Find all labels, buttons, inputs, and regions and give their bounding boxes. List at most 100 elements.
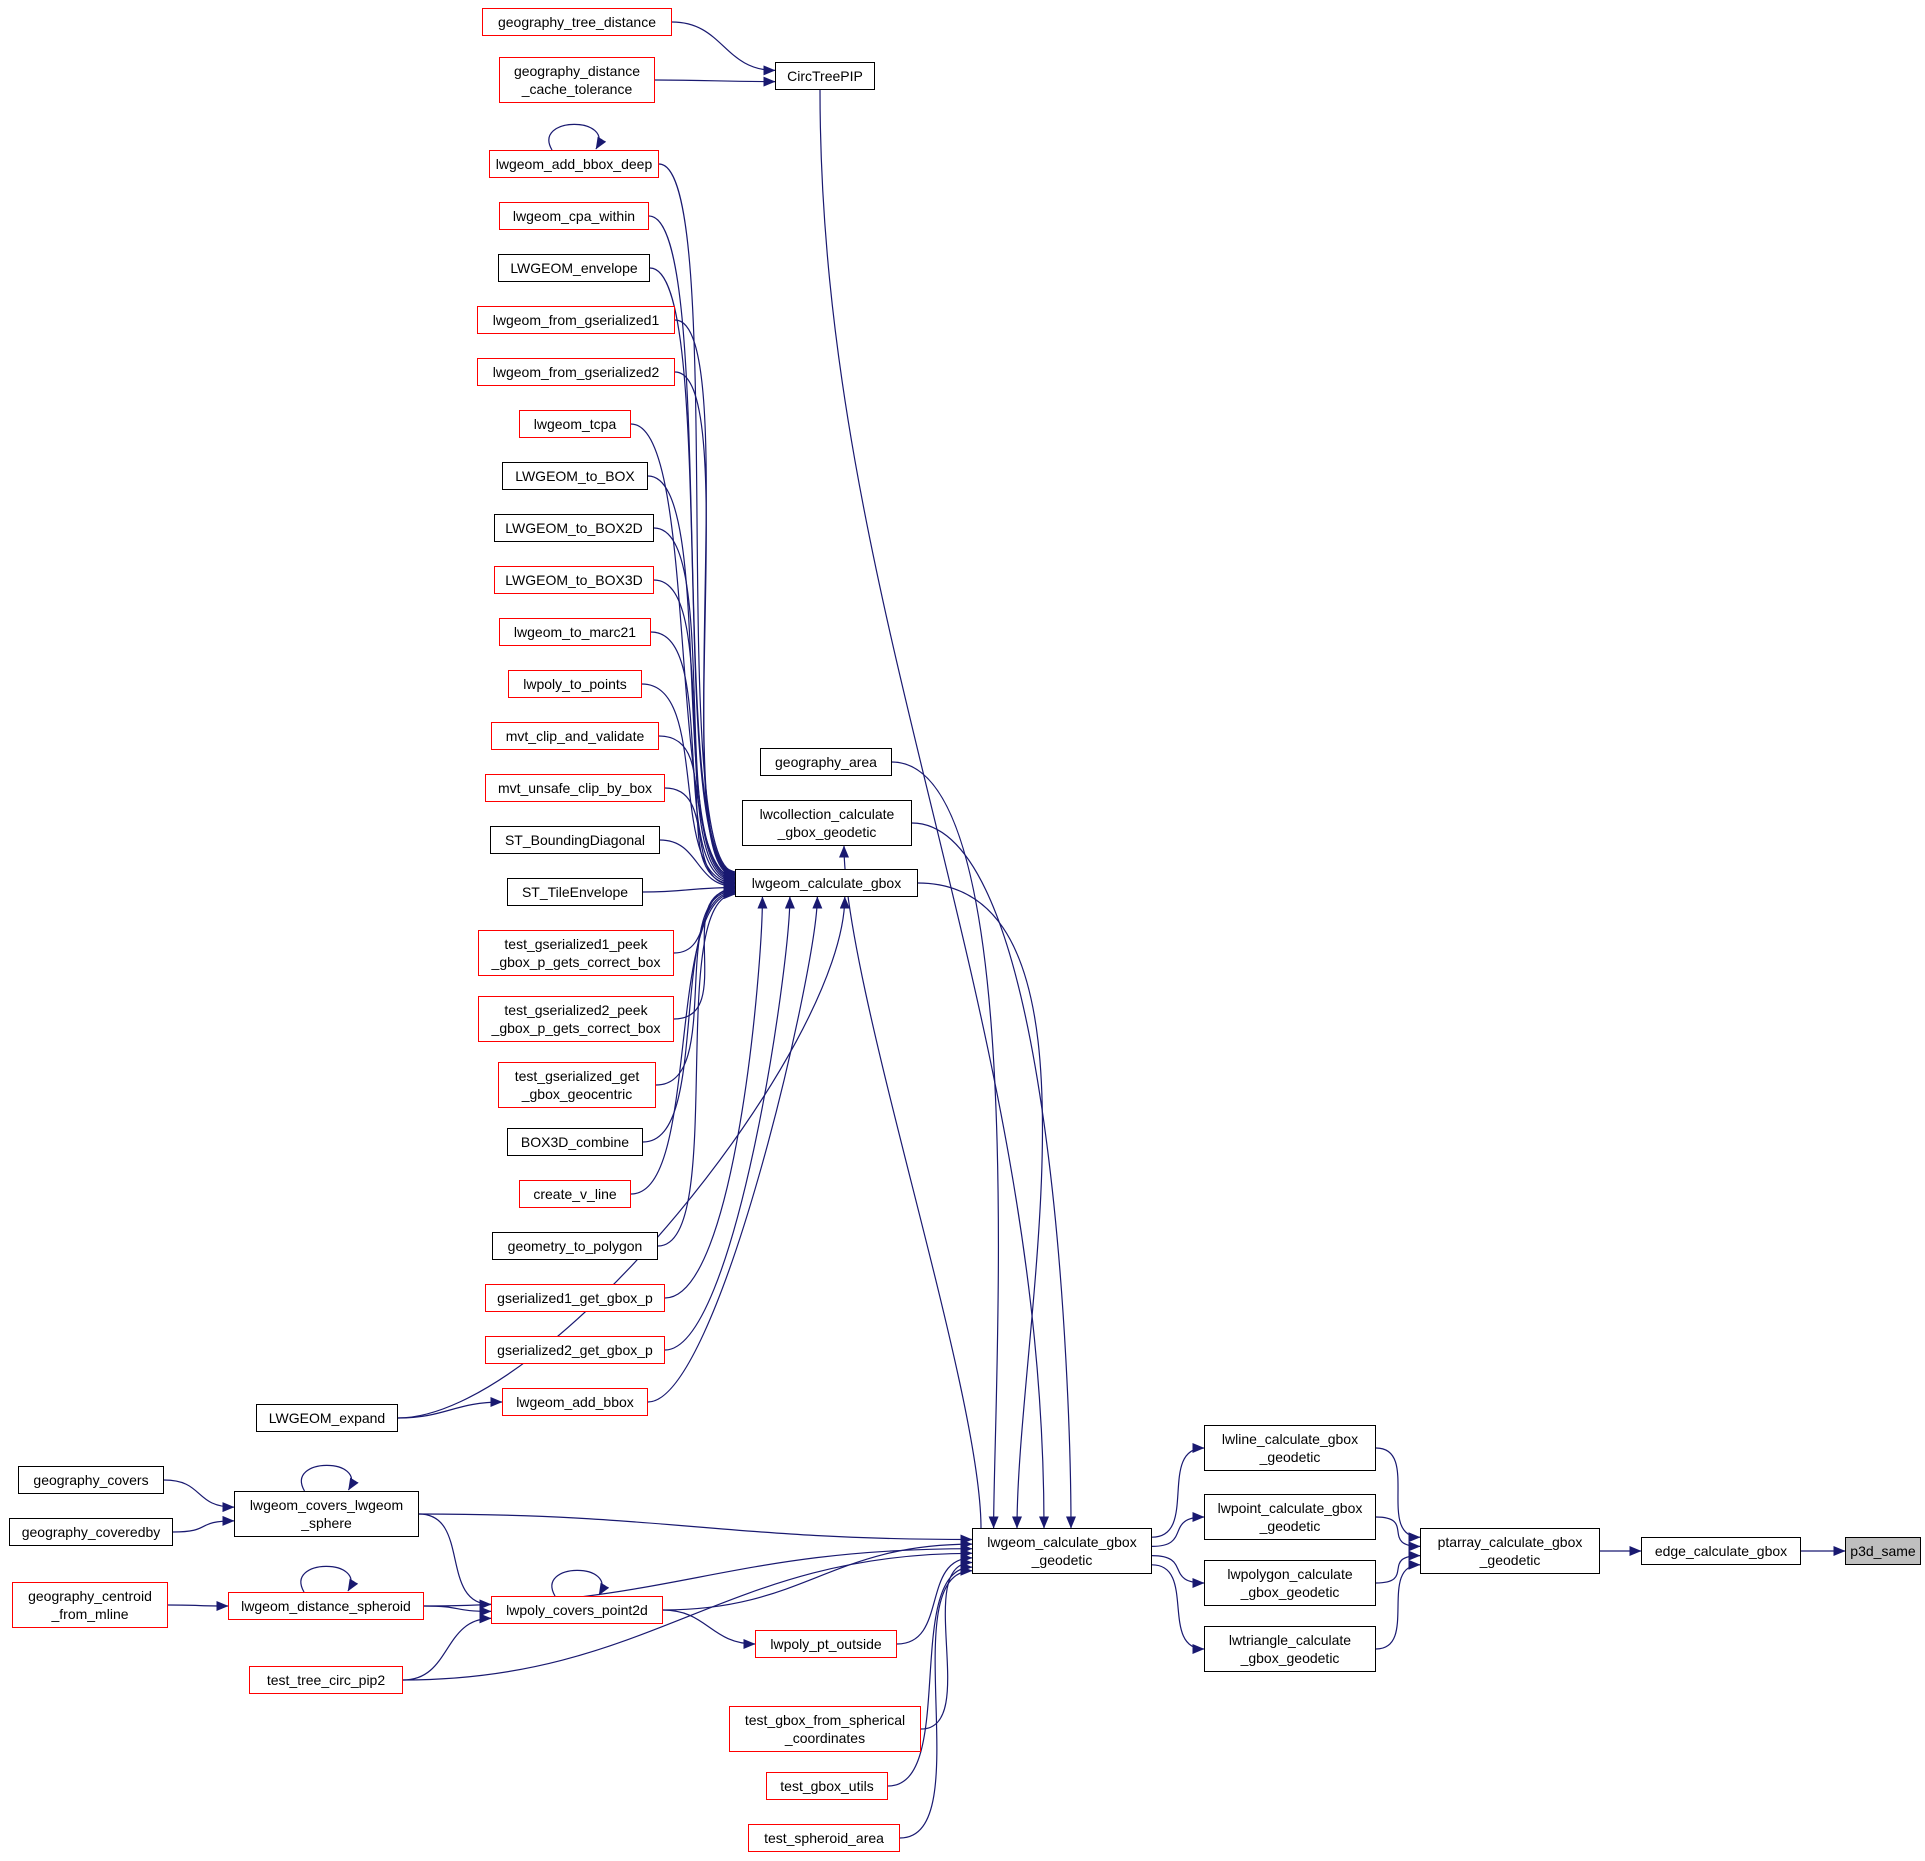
node-label: gserialized2_get_gbox_p — [497, 1341, 653, 1358]
node-geography_tree_distance[interactable]: geography_tree_distance — [482, 8, 672, 36]
edge-lwpoly_covers_point2d-to-lwpoly_pt_outside — [662, 1609, 756, 1649]
node-LWGEOM_to_BOX3D[interactable]: LWGEOM_to_BOX3D — [494, 566, 654, 594]
node-lwgeom_distance_spheroid[interactable]: lwgeom_distance_spheroid — [228, 1592, 424, 1620]
node-label: test_gserialized2_peek — [504, 1001, 648, 1018]
node-label: lwpolygon_calculate — [1227, 1565, 1353, 1582]
edge-ST_BoundingDiagonal-to-lwgeom_calculate_gbox — [659, 839, 736, 892]
node-geography_covers[interactable]: geography_covers — [18, 1466, 164, 1494]
node-ST_TileEnvelope[interactable]: ST_TileEnvelope — [507, 878, 643, 906]
node-mvt_clip_and_validate[interactable]: mvt_clip_and_validate — [491, 722, 659, 750]
node-geography_distance_cache_tolerance[interactable]: geography_distance _cache_tolerance — [499, 57, 655, 103]
node-LWGEOM_to_BOX[interactable]: LWGEOM_to_BOX — [502, 462, 648, 490]
node-test_gserialized2_peek_gbox_p_gets_correct_box[interactable]: test_gserialized2_peek_gbox_p_gets_corre… — [478, 996, 674, 1042]
self-loop-lwgeom_distance_spheroid — [300, 1565, 359, 1593]
node-geography_centroid_from_mline[interactable]: geography_centroid _from_mline — [12, 1582, 168, 1628]
node-label: LWGEOM_to_BOX — [515, 467, 635, 484]
node-label: _geodetic — [1031, 1552, 1093, 1568]
edge-lwgeom_calculate_gbox_geodetic-to-lwpoint_calculate_gbox_geodetic — [1151, 1512, 1205, 1547]
node-geography_area[interactable]: geography_area — [760, 748, 892, 776]
edge-lwgeom_calculate_gbox_geodetic-to-lwcollection_calculate_gbox_geodetic — [839, 845, 982, 1529]
node-CircTreePIP[interactable]: CircTreePIP — [775, 62, 875, 90]
node-label: ST_BoundingDiagonal — [504, 831, 646, 848]
node-lwcollection_calculate_gbox_geodetic[interactable]: lwcollection_calculate_gbox_geodetic — [742, 800, 912, 846]
node-label: lwgeom_cpa_within — [512, 207, 636, 224]
node-test_spheroid_area[interactable]: test_spheroid_area — [748, 1824, 900, 1852]
node-test_gserialized_get_gbox_geocentric[interactable]: test_gserialized_get_gbox_geocentric — [498, 1062, 656, 1108]
node-lwline_calculate_gbox_geodetic[interactable]: lwline_calculate_gbox _geodetic — [1204, 1425, 1376, 1471]
edge-lwgeom_to_marc21-to-lwgeom_calculate_gbox — [650, 631, 736, 887]
node-edge_calculate_gbox[interactable]: edge_calculate_gbox — [1641, 1537, 1801, 1565]
node-lwpoly_to_points[interactable]: lwpoly_to_points — [508, 670, 642, 698]
node-label: edge_calculate_gbox — [1654, 1542, 1788, 1559]
node-gserialized1_get_gbox_p[interactable]: gserialized1_get_gbox_p — [485, 1284, 665, 1312]
node-lwgeom_calculate_gbox[interactable]: lwgeom_calculate_gbox — [735, 869, 918, 897]
node-label: lwcollection_calculate — [759, 805, 895, 822]
node-test_gserialized1_peek_gbox_p_gets_correct_box[interactable]: test_gserialized1_peek_gbox_p_gets_corre… — [478, 930, 674, 976]
edge-lwgeom_covers_lwgeom_sphere-to-lwpoly_covers_point2d — [418, 1513, 492, 1610]
node-label: lwgeom_calculate_gbox — [987, 1533, 1137, 1550]
node-ptarray_calculate_gbox_geodetic[interactable]: ptarray_calculate_gbox_geodetic — [1420, 1528, 1600, 1574]
node-LWGEOM_envelope[interactable]: LWGEOM_envelope — [498, 254, 650, 282]
node-lwpolygon_calculate_gbox_geodetic[interactable]: lwpolygon_calculate_gbox_geodetic — [1204, 1560, 1376, 1606]
node-lwpoint_calculate_gbox_geodetic[interactable]: lwpoint_calculate_gbox_geodetic — [1204, 1494, 1376, 1540]
edge-lwgeom_covers_lwgeom_sphere-to-lwgeom_calculate_gbox_geodetic — [418, 1513, 973, 1545]
node-lwgeom_add_bbox[interactable]: lwgeom_add_bbox — [502, 1388, 648, 1416]
node-lwgeom_from_gserialized1[interactable]: lwgeom_from_gserialized1 — [477, 306, 675, 334]
node-label: lwgeom_distance_spheroid — [241, 1597, 411, 1614]
node-lwgeom_tcpa[interactable]: lwgeom_tcpa — [519, 410, 631, 438]
node-label: _geodetic — [1259, 1449, 1321, 1465]
edge-lwline_calculate_gbox_geodetic-to-ptarray_calculate_gbox_geodetic — [1375, 1447, 1421, 1543]
node-lwgeom_covers_lwgeom_sphere[interactable]: lwgeom_covers_lwgeom_sphere — [234, 1491, 419, 1537]
node-gserialized2_get_gbox_p[interactable]: gserialized2_get_gbox_p — [485, 1336, 665, 1364]
node-lwtriangle_calculate_gbox_geodetic[interactable]: lwtriangle_calculate_gbox_geodetic — [1204, 1626, 1376, 1672]
node-label: geography_centroid — [28, 1587, 152, 1604]
node-LWGEOM_to_BOX2D[interactable]: LWGEOM_to_BOX2D — [494, 514, 654, 542]
edge-lwgeom_tcpa-to-lwgeom_calculate_gbox — [630, 423, 736, 883]
edge-lwgeom_add_bbox-to-lwgeom_calculate_gbox — [647, 896, 823, 1403]
node-label: LWGEOM_envelope — [510, 259, 638, 276]
node-lwpoly_pt_outside[interactable]: lwpoly_pt_outside — [755, 1630, 897, 1658]
node-mvt_unsafe_clip_by_box[interactable]: mvt_unsafe_clip_by_box — [485, 774, 665, 802]
node-label: lwline_calculate_gbox — [1221, 1430, 1359, 1447]
node-label: lwgeom_to_marc21 — [513, 623, 637, 640]
node-test_gbox_utils[interactable]: test_gbox_utils — [766, 1772, 888, 1800]
self-loop-lwgeom_add_bbox_deep — [548, 123, 607, 151]
node-lwgeom_calculate_gbox_geodetic[interactable]: lwgeom_calculate_gbox _geodetic — [972, 1528, 1152, 1574]
node-label: _gbox_p_gets_correct_box — [491, 954, 661, 970]
edge-geography_coveredby-to-lwgeom_covers_lwgeom_sphere — [172, 1515, 235, 1533]
node-label: lwgeom_add_bbox_deep — [495, 155, 653, 172]
node-geography_coveredby[interactable]: geography_coveredby — [9, 1518, 173, 1546]
node-lwgeom_cpa_within[interactable]: lwgeom_cpa_within — [499, 202, 649, 230]
edge-geometry_to_polygon-to-lwgeom_calculate_gbox — [657, 889, 736, 1247]
edge-lwgeom_calculate_gbox_geodetic-to-lwpolygon_calculate_gbox_geodetic — [1151, 1555, 1205, 1588]
node-lwgeom_to_marc21[interactable]: lwgeom_to_marc21 — [499, 618, 651, 646]
node-geometry_to_polygon[interactable]: geometry_to_polygon — [492, 1232, 658, 1260]
edge-LWGEOM_expand-to-lwgeom_calculate_gbox — [397, 896, 850, 1419]
node-lwgeom_add_bbox_deep[interactable]: lwgeom_add_bbox_deep — [489, 150, 659, 178]
node-ST_BoundingDiagonal[interactable]: ST_BoundingDiagonal — [490, 826, 660, 854]
node-label: ptarray_calculate_gbox — [1437, 1533, 1583, 1550]
edge-geography_covers-to-lwgeom_covers_lwgeom_sphere — [163, 1479, 235, 1513]
node-test_tree_circ_pip2[interactable]: test_tree_circ_pip2 — [249, 1666, 403, 1694]
self-loop-lwpoly_covers_point2d — [551, 1569, 610, 1597]
node-label: ST_TileEnvelope — [521, 883, 629, 900]
node-label: test_tree_circ_pip2 — [266, 1671, 386, 1688]
edge-create_v_line-to-lwgeom_calculate_gbox — [630, 888, 736, 1195]
node-lwgeom_from_gserialized2[interactable]: lwgeom_from_gserialized2 — [477, 358, 675, 386]
node-label: LWGEOM_to_BOX2D — [505, 519, 643, 536]
node-label: _sphere — [301, 1515, 352, 1531]
node-BOX3D_combine[interactable]: BOX3D_combine — [507, 1128, 643, 1156]
edge-test_gbox_from_spherical_coordinates-to-lwgeom_calculate_gbox_geodetic — [920, 1557, 973, 1730]
node-test_gbox_from_spherical_coordinates[interactable]: test_gbox_from_spherical_coordinates — [729, 1706, 921, 1752]
node-lwpoly_covers_point2d[interactable]: lwpoly_covers_point2d — [491, 1596, 663, 1624]
edge-gserialized2_get_gbox_p-to-lwgeom_calculate_gbox — [664, 896, 795, 1351]
node-label: _cache_tolerance — [521, 81, 633, 97]
node-label: _from_mline — [51, 1606, 129, 1622]
node-label: geography_distance — [513, 62, 641, 79]
node-LWGEOM_expand[interactable]: LWGEOM_expand — [256, 1404, 398, 1432]
edge-ST_TileEnvelope-to-lwgeom_calculate_gbox — [642, 882, 736, 893]
node-create_v_line[interactable]: create_v_line — [519, 1180, 631, 1208]
node-label: create_v_line — [533, 1185, 617, 1202]
